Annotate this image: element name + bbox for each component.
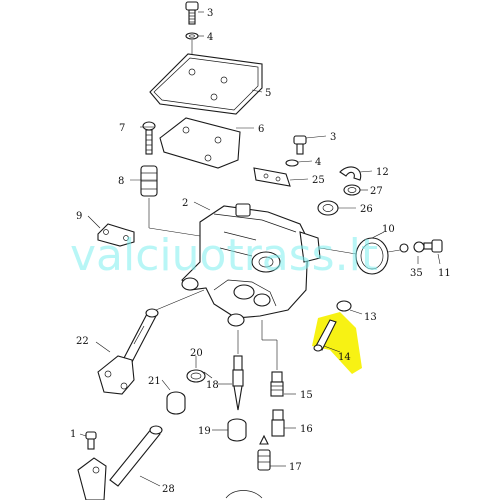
part-label-28: 28 (162, 484, 175, 495)
part-label-16: 16 (300, 424, 313, 435)
part-choke-shaft-28 (77, 425, 163, 500)
part-ring-27 (343, 184, 361, 196)
part-washer-top (185, 32, 199, 40)
part-label-20: 20 (190, 348, 203, 359)
part-screw-16 (271, 409, 285, 437)
part-bushing-21 (166, 391, 186, 415)
part-label-11: 11 (438, 268, 451, 279)
part-jet-19 (227, 418, 247, 442)
part-washer-35 (399, 241, 425, 253)
part-label-5: 5 (265, 88, 271, 99)
part-label-1: 1 (70, 429, 76, 440)
part-carburetor-body-2 (181, 203, 321, 327)
part-ring-26 (317, 200, 339, 216)
part-plate-5 (149, 53, 263, 115)
part-label-3: 3 (207, 8, 213, 19)
part-screw-1 (85, 431, 97, 450)
part-label-4: 4 (315, 157, 321, 168)
part-label-4: 4 (207, 32, 213, 43)
part-label-22: 22 (76, 336, 89, 347)
part-needle-17 (257, 434, 271, 471)
part-screw-15 (270, 371, 284, 397)
part-label-26: 26 (360, 204, 373, 215)
part-label-15: 15 (300, 390, 313, 401)
part-14-highlighted (312, 312, 362, 374)
part-label-18: 18 (206, 380, 219, 391)
part-label-7: 7 (119, 123, 125, 134)
part-label-10: 10 (382, 224, 395, 235)
part-label-17: 17 (289, 462, 302, 473)
part-screw-top (185, 1, 199, 25)
part-screw-right (293, 135, 307, 155)
part-label-21: 21 (148, 376, 161, 387)
part-bracket-25 (253, 167, 291, 187)
part-label-35: 35 (410, 268, 423, 279)
part-needle-18 (232, 355, 244, 411)
part-label-13: 13 (364, 312, 377, 323)
part-washer-right (285, 159, 299, 167)
part-label-6: 6 (258, 124, 264, 135)
part-labels: 3 4 5 7 6 3 4 12 27 25 8 26 2 9 10 35 11 13 14 22 20 18 21 15 19… (70, 8, 451, 495)
part-label-14: 14 (338, 352, 351, 363)
part-label-12: 12 (376, 167, 389, 178)
part-spring-20 (186, 369, 213, 383)
part-label-9: 9 (76, 211, 82, 222)
part-label-2: 2 (182, 198, 188, 209)
part-bracket-9 (97, 223, 135, 247)
part-clip-12 (339, 166, 362, 181)
part-label-3: 3 (330, 132, 336, 143)
part-label-8: 8 (118, 176, 124, 187)
part-label-27: 27 (370, 186, 383, 197)
watermark-text: valciuotrass.lt (70, 230, 378, 281)
part-spacer-8 (140, 165, 158, 197)
part-gasket-6 (159, 117, 241, 169)
part-label-25: 25 (312, 175, 325, 186)
part-screw-11 (423, 239, 443, 253)
part-screw-7 (142, 121, 156, 155)
part-ring-13 (336, 300, 352, 312)
part-throttle-shaft-22 (97, 308, 159, 395)
part-label-19: 19 (198, 426, 211, 437)
